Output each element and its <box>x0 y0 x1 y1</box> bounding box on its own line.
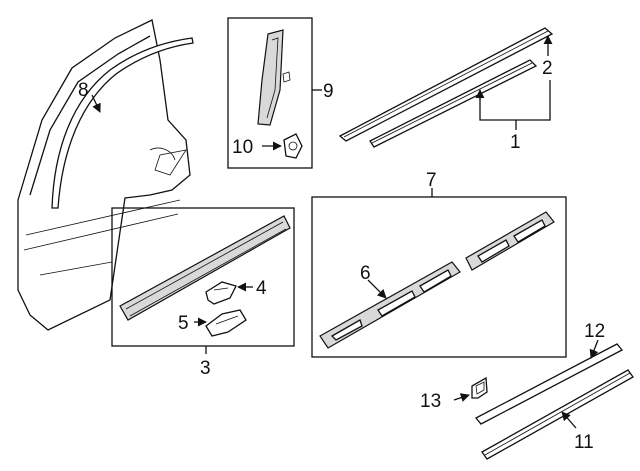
callout-9: 9 <box>323 81 334 102</box>
part-11-rocker-lower <box>481 369 634 460</box>
callout-5: 5 <box>178 313 189 334</box>
callout-2: 2 <box>542 58 553 79</box>
front-door <box>17 19 191 331</box>
part-10-clip <box>283 133 303 159</box>
callout-8: 8 <box>78 80 89 101</box>
part-9-pillar-applique <box>257 29 291 126</box>
callout-4: 4 <box>256 278 267 299</box>
callout-12: 12 <box>584 321 605 342</box>
callout-13-leader <box>453 393 470 402</box>
box-9 <box>227 17 313 169</box>
callout-7: 7 <box>426 170 437 191</box>
part-13-bracket <box>471 376 488 399</box>
part-8-frame-moulding <box>51 37 194 209</box>
part-3-moulding <box>119 215 291 321</box>
callout-3: 3 <box>200 358 211 379</box>
part-2-outer-moulding <box>338 27 554 142</box>
callout-13: 13 <box>420 391 441 412</box>
callout-11-leader <box>561 411 577 429</box>
part-6-moulding-rear <box>465 211 555 271</box>
part-12-rocker-upper <box>474 343 624 425</box>
part-4-clip <box>205 281 237 305</box>
callout-1: 1 <box>510 132 521 153</box>
part-5-clip <box>205 309 247 337</box>
callout-12-leader <box>589 339 599 359</box>
box-7 <box>311 196 567 358</box>
callout-6-leader <box>367 279 387 299</box>
callout-6: 6 <box>360 263 371 284</box>
callout-11: 11 <box>574 432 594 453</box>
box-3 <box>111 207 295 347</box>
callout-1-bracket <box>479 80 551 121</box>
callout-10: 10 <box>232 137 253 158</box>
callout-8-leader <box>91 94 101 113</box>
part-6-moulding-front <box>319 261 461 349</box>
part-1-inner-moulding <box>369 59 538 148</box>
